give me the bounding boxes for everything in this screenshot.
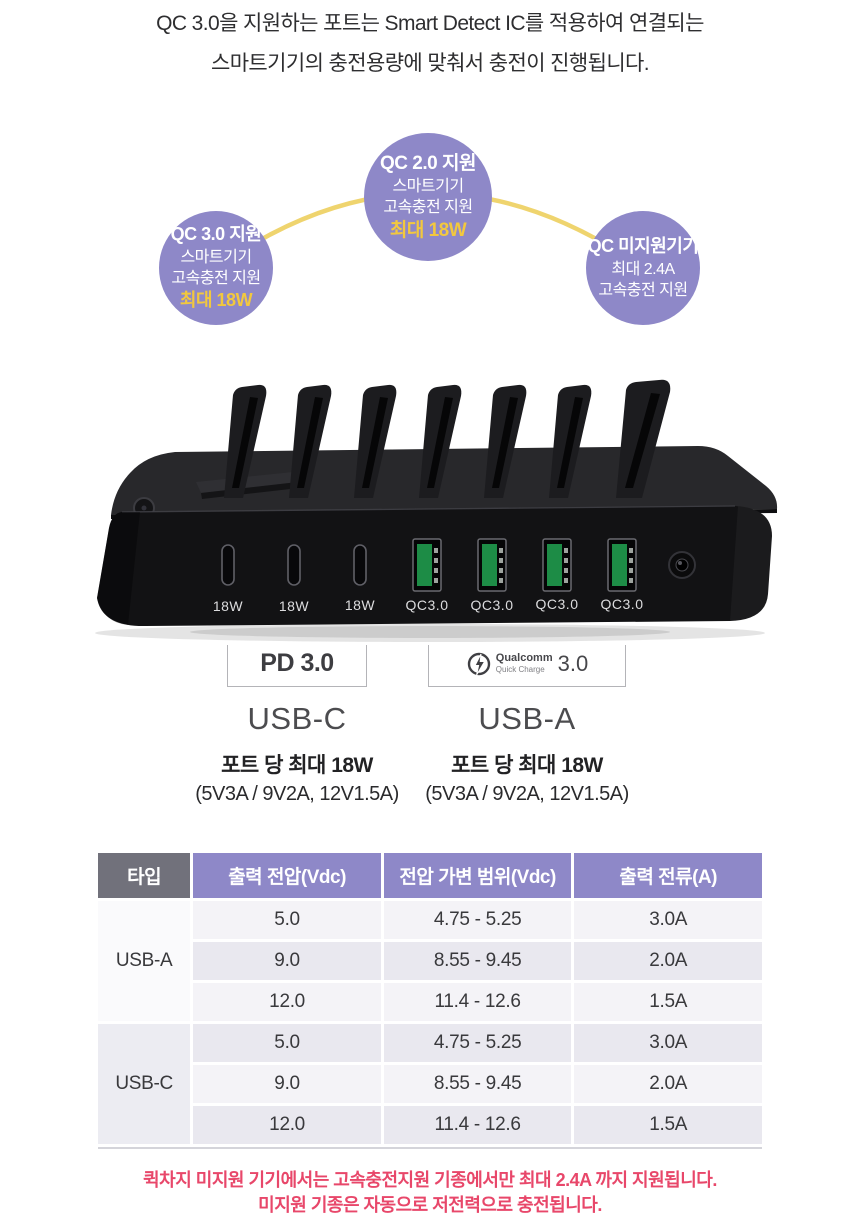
usb-a-max-power: 포트 당 최대 18W xyxy=(451,754,603,777)
table-cell: 3.0A xyxy=(574,901,762,939)
usb-c-section: PD 3.0 USB-C 포트 당 최대 18W (5V3A / 9V2A, 1… xyxy=(177,645,417,806)
quick-charge-bolt-icon xyxy=(467,652,490,675)
fin xyxy=(289,384,332,498)
table-cell: 8.55 - 9.45 xyxy=(383,1065,572,1103)
fin xyxy=(354,384,397,498)
table-row: 12.0 11.4 - 12.6 1.5A xyxy=(98,1106,762,1144)
table-cell: 11.4 - 12.6 xyxy=(383,983,572,1021)
table-row: USB-A 5.0 4.75 - 5.25 3.0A xyxy=(98,901,762,1021)
table-cell: 9.0 xyxy=(193,1065,381,1103)
bubble-title: QC 2.0 지원 xyxy=(380,152,476,174)
footnote-line-1: 퀵차지 미지원 기기에서는 고속충전지원 기종에서만 최대 2.4A 까지 지원… xyxy=(143,1170,717,1190)
header-output-current: 출력 전류(A) xyxy=(574,853,762,898)
table-row: 9.0 8.55 - 9.45 2.0A xyxy=(98,942,762,980)
fin xyxy=(224,384,267,498)
charging-station-image: 18W 18W 18W QC3.0 QC3.0 QC3.0 QC3.0 xyxy=(95,379,778,642)
table-cell: 1.5A xyxy=(574,983,762,1021)
quick-charge-logo: Qualcomm Quick Charge 3.0 xyxy=(466,651,588,681)
port-label: 18W xyxy=(345,597,376,613)
usb-c-heading: USB-C xyxy=(247,701,347,736)
usb-a-section: Qualcomm Quick Charge 3.0 USB-A 포트 당 최대 … xyxy=(407,645,647,806)
port-label: QC3.0 xyxy=(601,596,644,612)
bubble-title: QC 3.0 지원 xyxy=(170,224,262,245)
pd-badge: PD 3.0 xyxy=(260,649,334,677)
bubble-highlight: 최대 18W xyxy=(389,220,467,242)
usb-a-port xyxy=(542,538,572,592)
bubble-body: 고속충전 지원 xyxy=(383,199,473,216)
quick-charge-bracket: Qualcomm Quick Charge 3.0 xyxy=(428,645,626,687)
usb-c-port xyxy=(353,544,367,586)
usb-a-port xyxy=(477,538,507,592)
bubble-body: 최대 2.4A xyxy=(611,260,675,278)
header-type: 타입 xyxy=(98,853,191,898)
fin xyxy=(549,384,592,498)
usb-c-port xyxy=(221,544,235,586)
qualcomm-brand: Qualcomm xyxy=(495,652,553,664)
header-voltage-range: 전압 가변 범위(Vdc) xyxy=(383,853,572,898)
table-cell: 4.75 - 5.25 xyxy=(383,901,572,939)
usb-a-voltages: (5V3A / 9V2A, 12V1.5A) xyxy=(425,783,629,805)
usb-c-voltages: (5V3A / 9V2A, 12V1.5A) xyxy=(195,783,399,805)
usb-c-max-power: 포트 당 최대 18W xyxy=(221,754,373,777)
table-cell: 3.0A xyxy=(574,1024,762,1062)
qc-support-diagram: QC 3.0 지원 스마트기기 고속충전 지원 최대 18W QC 2.0 지원… xyxy=(0,0,860,360)
quick-charge-label: Quick Charge xyxy=(495,665,545,674)
bubble-highlight: 최대 18W xyxy=(179,290,253,311)
port-label: 18W xyxy=(279,598,310,614)
table-header-row: 타입 출력 전압(Vdc) 전압 가변 범위(Vdc) 출력 전류(A) xyxy=(98,853,762,898)
table-cell: 1.5A xyxy=(574,1106,762,1144)
header-output-voltage: 출력 전압(Vdc) xyxy=(193,853,381,898)
usb-a-port xyxy=(607,538,637,592)
table-row: 12.0 11.4 - 12.6 1.5A xyxy=(98,983,762,1021)
port-label: 18W xyxy=(213,598,244,614)
usb-a-heading: USB-A xyxy=(478,701,576,736)
bubble-qc20: QC 2.0 지원 스마트기기 고속충전 지원 최대 18W xyxy=(364,133,492,261)
table-cell: 11.4 - 12.6 xyxy=(383,1106,572,1144)
bubble-body: 고속충전 지원 xyxy=(171,270,261,287)
table-cell: 12.0 xyxy=(193,983,381,1021)
bubble-qc30: QC 3.0 지원 스마트기기 고속충전 지원 최대 18W xyxy=(159,211,273,325)
quick-charge-version: 3.0 xyxy=(557,650,589,676)
table-cell: 5.0 xyxy=(193,1024,381,1062)
pd-bracket: PD 3.0 xyxy=(227,645,367,687)
intro-line-1: QC 3.0을 지원하는 포트는 Smart Detect IC를 적용하여 연… xyxy=(156,12,704,35)
intro-text: QC 3.0을 지원하는 포트는 Smart Detect IC를 적용하여 연… xyxy=(0,10,860,78)
table-cell: 12.0 xyxy=(193,1106,381,1144)
table-row: 9.0 8.55 - 9.45 2.0A xyxy=(98,1065,762,1103)
dc-power-jack xyxy=(668,551,696,579)
fin xyxy=(616,379,671,498)
bubble-body: 스마트기기 xyxy=(392,177,464,195)
footnote-line-2: 미지원 기종은 자동으로 저전력으로 충전됩니다. xyxy=(258,1195,602,1215)
fin xyxy=(484,384,527,498)
type-cell-usb-c: USB-C xyxy=(98,1024,191,1144)
port-labels: 18W 18W 18W QC3.0 QC3.0 QC3.0 QC3.0 xyxy=(213,596,644,614)
table-cell: 2.0A xyxy=(574,942,762,980)
table-cell: 9.0 xyxy=(193,942,381,980)
bubble-title: QC 미지원기기 xyxy=(587,236,699,257)
usb-a-port xyxy=(412,538,442,592)
table-cell: 2.0A xyxy=(574,1065,762,1103)
intro-line-2: 스마트기기의 충전용량에 맞춰서 충전이 진행됩니다. xyxy=(210,52,650,75)
device-shadow xyxy=(95,624,765,642)
bubble-body: 고속충전 지원 xyxy=(598,281,688,299)
fin xyxy=(419,384,462,498)
usb-c-port xyxy=(287,544,301,586)
table-cell: 4.75 - 5.25 xyxy=(383,1024,572,1062)
divider-fins xyxy=(224,379,671,498)
table-cell: 5.0 xyxy=(193,901,381,939)
bubble-body: 스마트기기 xyxy=(180,248,252,266)
table-bottom-border xyxy=(98,1147,762,1149)
spec-table-section: 타입 출력 전압(Vdc) 전압 가변 범위(Vdc) 출력 전류(A) USB… xyxy=(95,850,765,1149)
bubble-no-qc: QC 미지원기기 최대 2.4A 고속충전 지원 xyxy=(586,211,700,325)
table-row: USB-C 5.0 4.75 - 5.25 3.0A xyxy=(98,1024,762,1144)
ports xyxy=(221,538,696,592)
table-cell: 8.55 - 9.45 xyxy=(383,942,572,980)
type-cell-usb-a: USB-A xyxy=(98,901,191,1021)
spec-table: 타입 출력 전압(Vdc) 전압 가변 범위(Vdc) 출력 전류(A) USB… xyxy=(95,850,765,1147)
footnote: 퀵차지 미지원 기기에서는 고속충전지원 기종에서만 최대 2.4A 까지 지원… xyxy=(0,1168,860,1218)
port-label: QC3.0 xyxy=(536,596,579,612)
port-label: QC3.0 xyxy=(471,597,514,613)
port-label: QC3.0 xyxy=(406,597,449,613)
front-ledge xyxy=(196,472,298,493)
